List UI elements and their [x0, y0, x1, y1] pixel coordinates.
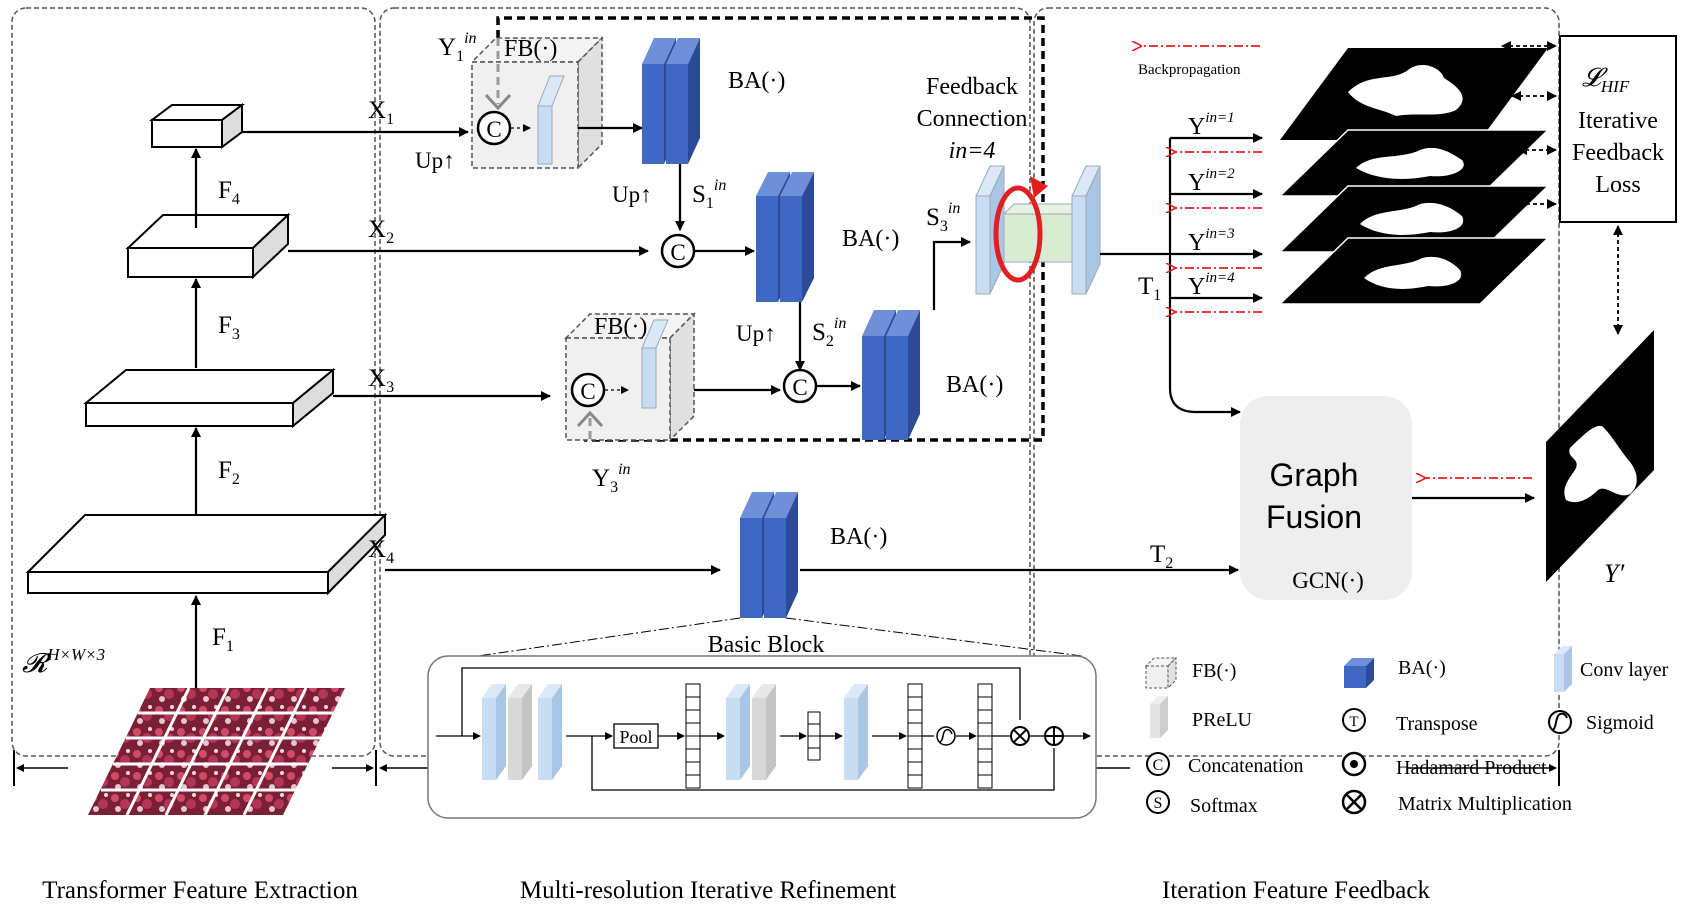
feedback-connection-label-3: in=4 [949, 138, 996, 164]
section-title-left: Transformer Feature Extraction [42, 877, 358, 904]
concat-node-2 [660, 233, 696, 269]
feedback-connection-frame [496, 16, 1045, 442]
up-label-2: Up↑ [612, 182, 652, 207]
encoder-stage-1 [25, 512, 388, 596]
fb-module-1 [470, 36, 604, 170]
legend-matmul-icon [1341, 789, 1367, 815]
legend-prelu-label: PReLU [1192, 709, 1253, 731]
ba-label-3: BA(·) [946, 372, 1003, 398]
legend-transpose-label: Transpose [1396, 713, 1478, 735]
s1-label: S1in [692, 177, 726, 212]
fb-label-3: FB(·) [594, 314, 647, 340]
input-image [88, 687, 345, 816]
loss-label-3: Loss [1595, 172, 1640, 198]
y-out-3-label: Yin=3 [1188, 226, 1235, 256]
y3-label: Y3in [592, 461, 631, 496]
legend-fb-label: FB(·) [1192, 660, 1236, 682]
concat-symbol-1: C [486, 117, 501, 142]
iteration-output-masks [1278, 48, 1550, 305]
legend-hadamard-icon [1341, 751, 1367, 777]
legend-ba-icon [1344, 658, 1374, 688]
legend-conv-label: Conv layer [1580, 659, 1669, 681]
legend-hadamard-label: Hadamard Product [1396, 757, 1547, 779]
graph-fusion-label-1: Graph [1270, 457, 1359, 493]
legend-concat-label: Concatenation [1188, 755, 1304, 777]
fb-label-1: FB(·) [504, 36, 557, 62]
graph-fusion-label-2: Fusion [1266, 499, 1362, 535]
legend-ba-label: BA(·) [1398, 657, 1446, 679]
up-label-1: Up↑ [415, 148, 455, 173]
x3-label: X3 [368, 365, 394, 396]
t1-label: T1 [1138, 273, 1161, 304]
legend-sigmoid-label: Sigmoid [1586, 712, 1654, 734]
legend-fb-icon [1144, 656, 1178, 690]
section-title-right: Iteration Feature Feedback [1162, 877, 1430, 904]
basic-block-detail [427, 655, 1097, 819]
y-out-1-label: Yin=1 [1188, 110, 1235, 140]
loss-box [1559, 35, 1677, 223]
concat-symbol-2: C [670, 240, 685, 265]
feedback-connection-label-1: Feedback [926, 74, 1018, 100]
x4-label: X4 [368, 536, 394, 567]
backprop-label: Backpropagation [1138, 62, 1241, 78]
section-title-middle: Multi-resolution Iterative Refinement [520, 877, 896, 904]
feedback-loop-icon [993, 176, 1048, 283]
legend-matmul-label: Matrix Multiplication [1398, 793, 1572, 815]
final-output-mask [1546, 330, 1654, 582]
y1-label: Y1in [438, 30, 477, 65]
y-out-2-label: Yin=2 [1188, 166, 1235, 196]
legend-concat-icon [1146, 752, 1170, 776]
concat-symbol-3: C [580, 379, 595, 404]
ba-label-4: BA(·) [830, 524, 887, 550]
concat-node-3 [570, 372, 606, 408]
concat-symbol-4: C [792, 375, 807, 400]
legend-softmax-icon [1146, 790, 1170, 814]
legend-softmax-label: Softmax [1190, 795, 1258, 817]
ba-block-4 [740, 492, 798, 618]
legend-prelu-icon [1150, 696, 1168, 738]
f3-label: F3 [218, 312, 240, 343]
f4-label: F4 [218, 177, 240, 208]
x2-label: X2 [368, 216, 394, 247]
concat-node-4 [782, 368, 818, 404]
basic-block-title: Basic Block [708, 632, 825, 658]
feedback-connection-label-2: Connection [917, 106, 1028, 132]
legend-transpose-symbol: T [1349, 714, 1358, 730]
ba-label-2: BA(·) [842, 226, 899, 252]
legend [1144, 646, 1572, 815]
encoder-stage-2 [83, 367, 336, 429]
legend-softmax-symbol: S [1154, 795, 1163, 812]
loss-label-2: Feedback [1572, 140, 1664, 166]
x1-label: X1 [368, 97, 394, 128]
legend-transpose-icon [1342, 708, 1366, 732]
legend-sigmoid-icon [1548, 710, 1572, 734]
final-output-label: Y′ [1604, 559, 1624, 588]
loss-label-1: Iterative [1578, 108, 1658, 134]
up-label-3: Up↑ [736, 321, 776, 346]
input-size-label: 𝓡H×W×3 [22, 645, 105, 678]
ba-block-2 [756, 172, 814, 302]
encoder-stage-3 [125, 212, 291, 280]
y-out-4-label: Yin=4 [1188, 270, 1235, 300]
s2-label: S2in [812, 315, 846, 350]
legend-conv-icon [1554, 646, 1572, 692]
concat-node-1 [476, 110, 512, 146]
panel-feature-feedback [1033, 7, 1560, 757]
legend-concat-symbol: C [1153, 757, 1164, 774]
gcn-label: GCN(·) [1292, 568, 1364, 593]
f2-label: F2 [218, 457, 240, 488]
ba-label-1: BA(·) [728, 68, 785, 94]
encoder-stage-4 [149, 103, 245, 149]
pool-label: Pool [619, 727, 652, 747]
s3-label: S3in [926, 200, 960, 235]
ba-block-1 [642, 38, 700, 164]
t2-label: T2 [1150, 541, 1173, 572]
graph-fusion-box [1240, 396, 1412, 600]
ba-block-3 [862, 310, 920, 440]
f1-label: F1 [212, 624, 234, 655]
